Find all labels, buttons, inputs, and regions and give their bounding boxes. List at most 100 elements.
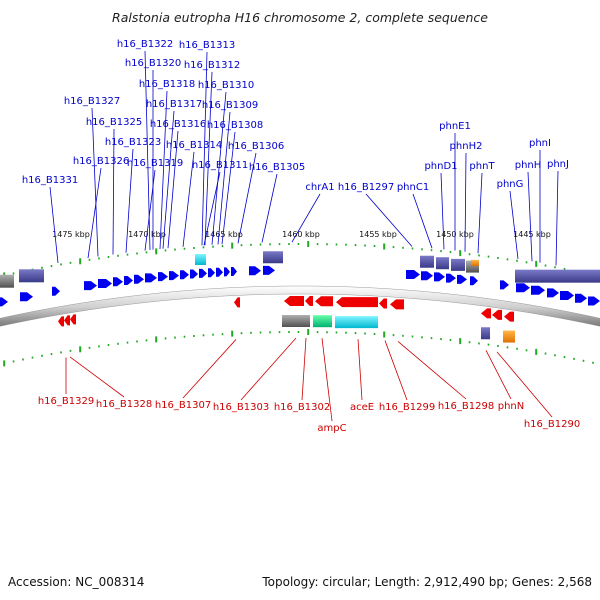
scale-tick <box>383 331 386 338</box>
gene-label: phnI <box>529 138 551 149</box>
gene-label: h16_B1305 <box>249 162 305 173</box>
scale-tick <box>297 243 300 246</box>
label-leader-line <box>357 339 363 401</box>
scale-tick <box>136 340 138 343</box>
scale-tick <box>88 258 91 261</box>
forward-gene <box>575 293 587 303</box>
scale-tick <box>79 258 82 265</box>
scale-tick <box>88 346 91 349</box>
scale-tick <box>554 354 556 357</box>
scale-tick <box>136 252 138 255</box>
scale-tick <box>525 261 528 264</box>
scale-tick <box>221 245 224 248</box>
scale-tick <box>79 346 82 353</box>
scale-tick <box>592 361 594 364</box>
scale-tick <box>231 242 234 249</box>
scale-tick <box>307 329 310 336</box>
label-leader-line <box>261 173 278 243</box>
scale-tick <box>41 354 43 357</box>
label-leader-line <box>321 338 333 422</box>
gene-label: ampC <box>317 423 346 434</box>
scale-tick <box>288 331 290 334</box>
label-leader-line <box>221 131 236 245</box>
feature-box <box>195 254 206 266</box>
forward-gene <box>208 268 215 278</box>
scale-tick <box>307 241 310 248</box>
gene-label: h16_B1331 <box>22 175 78 186</box>
forward-gene <box>216 267 223 277</box>
label-leader-line <box>144 169 156 251</box>
gene-label: h16_B1299 <box>379 402 435 413</box>
scale-tick <box>383 243 386 250</box>
scale-tick <box>392 334 395 337</box>
scale-tick <box>212 333 214 336</box>
scale-tick <box>193 334 195 337</box>
scale-tick <box>250 243 252 246</box>
gene-label: h16_B1310 <box>198 80 254 91</box>
scale-tick <box>411 247 414 250</box>
scale-tick <box>174 336 176 339</box>
forward-gene <box>134 274 144 284</box>
forward-gene <box>500 280 509 290</box>
scale-tick <box>563 356 566 359</box>
scale-tick <box>316 243 319 246</box>
label-leader-line <box>509 190 519 260</box>
forward-gene <box>20 292 33 302</box>
gene-label: phnJ <box>547 159 569 170</box>
scale-tick <box>278 243 281 246</box>
scale-tick <box>250 331 252 334</box>
scale-tick <box>60 263 62 266</box>
scale-tick <box>212 245 214 248</box>
gene-label: phnG <box>497 179 524 190</box>
reverse-gene <box>492 309 502 320</box>
scale-tick <box>326 331 328 334</box>
forward-gene <box>249 266 261 276</box>
scale-tick <box>259 243 262 246</box>
scale-tick <box>221 333 224 336</box>
forward-gene <box>98 279 112 289</box>
gene-label: h16_B1322 <box>117 39 173 50</box>
label-leader-line <box>87 167 102 259</box>
scale-tick <box>459 250 462 257</box>
label-leader-line <box>125 148 134 253</box>
label-leader-line <box>555 170 559 266</box>
scale-tick <box>107 256 110 259</box>
scale-tick <box>69 349 72 352</box>
scale-tick <box>497 256 499 259</box>
scale-tick <box>126 341 129 344</box>
gene-label: chrA1 <box>305 182 334 193</box>
scale-tick <box>126 253 129 256</box>
gene-label: h16_B1302 <box>274 402 330 413</box>
scale-tick <box>22 358 24 361</box>
map-title: Ralstonia eutropha H16 chromosome 2, com… <box>112 10 488 25</box>
scale-tick <box>449 339 452 342</box>
label-leader-line <box>201 51 208 246</box>
feature-layer <box>0 241 600 367</box>
scale-tick <box>335 331 338 334</box>
scale-tick <box>240 244 243 247</box>
reverse-gene <box>481 308 491 319</box>
scale-tick <box>155 336 158 343</box>
label-leader-line <box>485 350 512 400</box>
gene-label: h16_B1317 <box>146 99 202 110</box>
feature-box <box>481 327 490 340</box>
forward-gene <box>124 275 133 285</box>
forward-gene <box>180 270 189 280</box>
reverse-gene <box>315 296 333 307</box>
gene-label: phnT <box>469 161 495 172</box>
label-leader-line <box>162 110 175 249</box>
gene-label: phnE1 <box>439 121 471 132</box>
scale-tick <box>478 254 480 257</box>
gene-label: phnD1 <box>424 161 457 172</box>
gene-label: h16_B1290 <box>524 419 580 430</box>
gene-label: h16_B1307 <box>155 400 211 411</box>
gene-label: h16_B1297 <box>338 182 394 193</box>
scale-label: 1460 kbp <box>282 230 320 239</box>
scale-tick <box>354 244 357 247</box>
scale-label: 1465 kbp <box>205 230 243 239</box>
gene-label: h16_B1306 <box>228 141 284 152</box>
gene-label: aceE <box>350 402 374 413</box>
gene-label: h16_B1328 <box>96 399 152 410</box>
